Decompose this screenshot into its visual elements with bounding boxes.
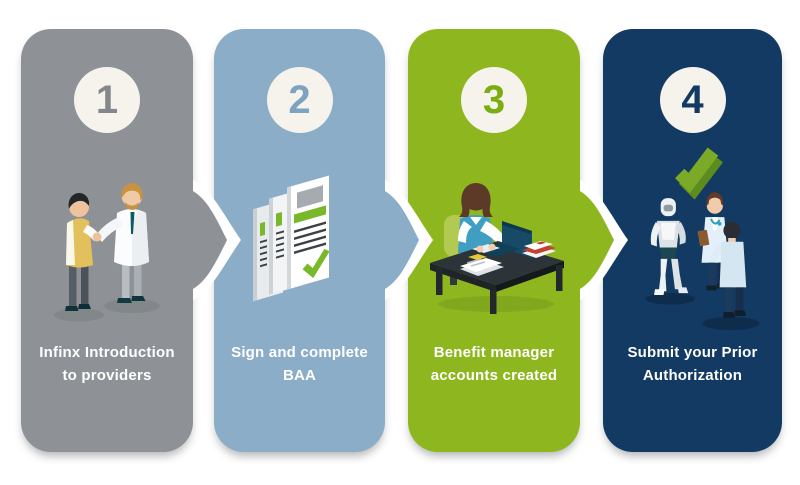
document-front — [286, 175, 330, 290]
provider-figure — [65, 193, 102, 311]
hand — [488, 243, 496, 251]
paper-stack — [460, 258, 504, 276]
step-panel-3: 3 — [408, 29, 580, 452]
step-panel-1: 1 — [21, 29, 193, 452]
step-1-number-badge: 1 — [74, 67, 140, 133]
step-2-label: Sign and complete BAA — [231, 341, 368, 387]
arrow-step2-to-step3-icon — [383, 180, 433, 300]
step-4-label-line1: Submit your Prior — [627, 344, 758, 361]
step-4-label-line2: Authorization — [642, 367, 743, 384]
arrow-step3-to-step4-icon — [578, 180, 628, 300]
step-panel-2: 2 — [214, 29, 385, 452]
laptop — [478, 221, 532, 258]
step-2-label-line2: BAA — [282, 367, 317, 384]
step-4-label: Submit your Prior Authorization — [627, 341, 757, 387]
arrow-step1-to-step2-icon — [191, 180, 241, 300]
step-3-label-line2: accounts created — [430, 367, 558, 384]
doctor-back-figure — [709, 221, 746, 318]
hand — [476, 245, 484, 253]
handshake-illustration — [21, 145, 193, 331]
step-2-number: 2 — [288, 78, 311, 122]
documents-icon — [252, 175, 330, 302]
desk-worker-icon — [430, 183, 564, 314]
step-2-label-line1: Sign and complete — [231, 344, 368, 361]
benefit-manager-figure — [458, 183, 506, 253]
step-1-label-line2: to providers — [62, 367, 152, 384]
step-4-number: 4 — [681, 78, 704, 122]
doctor-figure — [96, 183, 149, 303]
robot-figure — [650, 198, 688, 295]
robot-doctors-illustration — [603, 145, 782, 331]
step-1-label: Infinx Introduction to providers — [39, 341, 174, 387]
step-3-label: Benefit manager accounts created — [431, 341, 558, 387]
step-3-label-line1: Benefit manager — [433, 344, 555, 361]
handshake-icon — [54, 183, 160, 322]
step-3-number: 3 — [482, 78, 506, 122]
books — [522, 241, 556, 258]
step-panel-4: 4 — [603, 29, 782, 452]
step-4-number-badge: 4 — [659, 67, 726, 133]
step-1-label-line1: Infinx Introduction — [39, 344, 175, 361]
robot-doctors-icon — [645, 147, 759, 331]
step-1-number: 1 — [95, 78, 119, 122]
notepad — [468, 254, 487, 260]
step-3-number-badge: 3 — [461, 67, 527, 133]
documents-illustration — [214, 145, 385, 331]
check-3d-icon — [674, 147, 723, 200]
step-2-number-badge: 2 — [266, 67, 333, 133]
check-icon — [302, 248, 330, 279]
benefit-manager-desk-illustration — [408, 145, 580, 331]
